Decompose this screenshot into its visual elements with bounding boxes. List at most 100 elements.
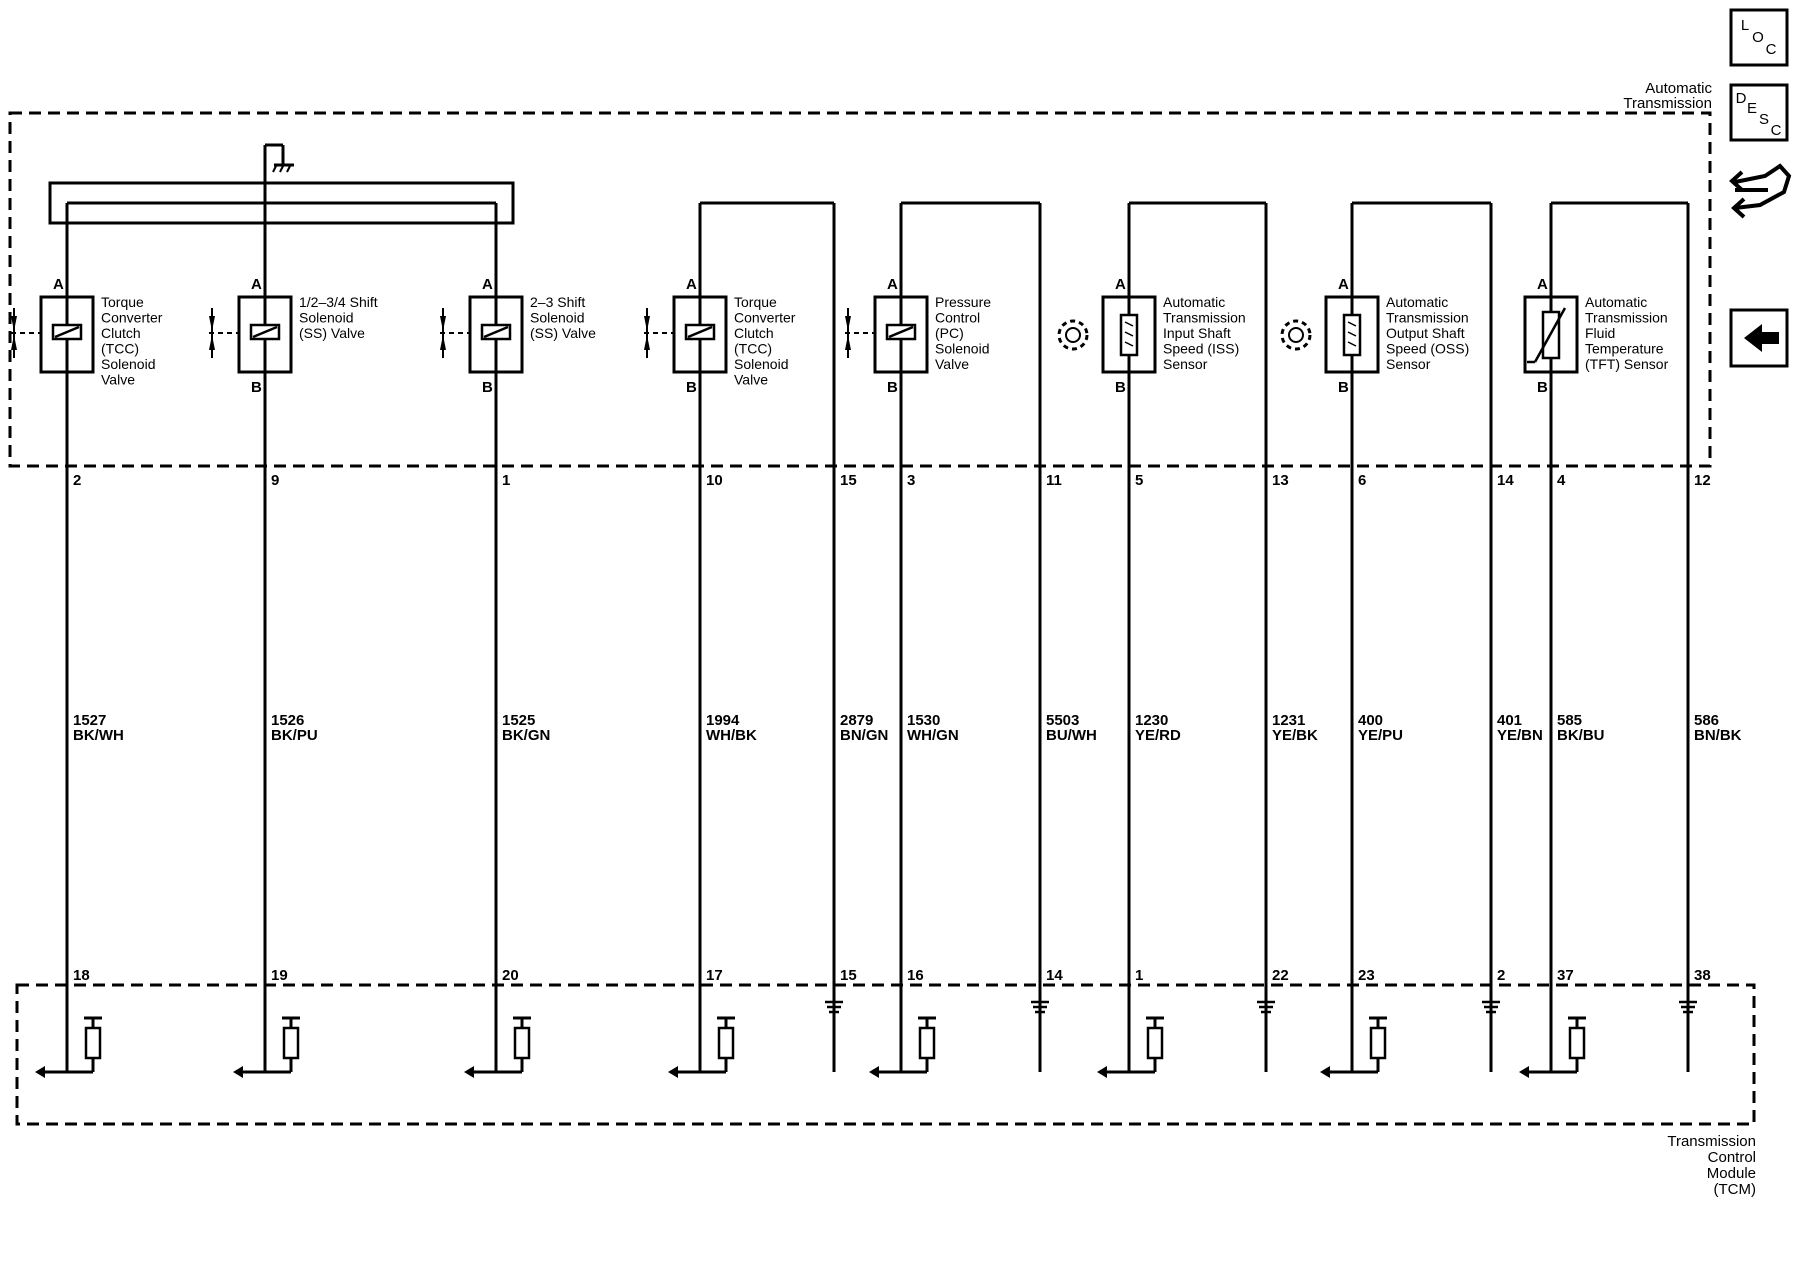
pullup-resistor-icon (918, 1026, 936, 1060)
pullup-resistor-icon (282, 1026, 300, 1060)
circuit-number: 1527 (73, 712, 106, 729)
thermistor-icon (1533, 307, 1567, 363)
tcc2-label-line: Solenoid (734, 356, 789, 372)
gear-icon (1288, 327, 1304, 343)
circuit-number: 1530 (907, 712, 940, 729)
connector-pin: 5 (1135, 472, 1143, 489)
oss-label-line: Speed (OSS) (1386, 341, 1469, 357)
pc-label-line: Solenoid (935, 341, 990, 357)
connector-pin: 13 (1272, 472, 1289, 489)
gear-icon (1065, 327, 1081, 343)
tcm-pin: 23 (1358, 967, 1375, 984)
connector-pin: 6 (1358, 472, 1366, 489)
pin-a-label: A (686, 276, 697, 293)
circuit-number: 586 (1694, 712, 1719, 729)
pin-b-label: B (251, 379, 262, 396)
solenoid-coil-icon (252, 325, 278, 339)
iss-label-line: Sensor (1163, 356, 1208, 372)
tcm-label-line: Module (1707, 1165, 1756, 1182)
circuit-number: 1994 (706, 712, 740, 729)
tcm-input-arrow-icon (464, 1066, 474, 1078)
tcm-pin: 19 (271, 967, 288, 984)
hall-sensor-icon (1124, 321, 1134, 327)
description-icon[interactable] (1729, 83, 1789, 142)
iss-label-line: Speed (ISS) (1163, 341, 1239, 357)
tcm-label-line: (TCM) (1714, 1181, 1756, 1198)
tcc2-label-line: Converter (734, 310, 796, 326)
connector-pin: 9 (271, 472, 279, 489)
solenoid-coil-icon (54, 325, 80, 339)
tcm-pin: 20 (502, 967, 519, 984)
pin-a-label: A (53, 276, 64, 293)
circuit-color: YE/RD (1135, 727, 1181, 744)
tcm-pin: 14 (1046, 967, 1063, 984)
circuit-number: 5503 (1046, 712, 1079, 729)
tcc2-label-line: Valve (734, 372, 768, 388)
location-icon[interactable] (1729, 8, 1789, 67)
desc-letter: S (1759, 111, 1769, 128)
circuit-number: 1525 (502, 712, 535, 729)
tcc2-label-line: Clutch (734, 325, 774, 341)
ss23-label-line: (SS) Valve (530, 325, 596, 341)
tcc2-label-line: Torque (734, 294, 777, 310)
tcm-input-arrow-icon (1097, 1066, 1107, 1078)
tft-label-line: Fluid (1585, 325, 1615, 341)
tcm-label-line: Control (1708, 1149, 1756, 1166)
tft-label-line: Transmission (1585, 310, 1668, 326)
pin-b-label: B (1115, 379, 1126, 396)
pin-a-label: A (482, 276, 493, 293)
circuit-color: BK/BU (1557, 727, 1605, 744)
pullup-resistor-icon (1146, 1026, 1164, 1060)
circuit-number: 1230 (1135, 712, 1168, 729)
harness-label-line: Transmission (1623, 95, 1712, 112)
tcc2-label-line: (TCC) (734, 341, 772, 357)
connector-pin: 14 (1497, 472, 1514, 489)
hall-sensor-icon (1342, 313, 1362, 357)
circuit-color: YE/PU (1358, 727, 1403, 744)
pin-a-label: A (251, 276, 262, 293)
labels: AutomaticTransmissionTransmissionControl… (53, 80, 1756, 1198)
tcc1-label-line: Torque (101, 294, 144, 310)
tcm-pin: 16 (907, 967, 924, 984)
circuit-color: BK/WH (73, 727, 124, 744)
harness-label-line: Automatic (1645, 80, 1712, 97)
pin-b-label: B (1537, 379, 1548, 396)
connector-pin: 2 (73, 472, 81, 489)
pc-label-line: Valve (935, 356, 969, 372)
circuit-number: 400 (1358, 712, 1383, 729)
connector-hand-icon (1734, 163, 1792, 210)
pc-label-line: Pressure (935, 294, 991, 310)
circuit-color: YE/BN (1497, 727, 1543, 744)
ss23-label-line: 2–3 Shift (530, 294, 585, 310)
iss-label-line: Input Shaft (1163, 325, 1231, 341)
connector-pin: 15 (840, 472, 857, 489)
connector-hand-icon[interactable] (1729, 163, 1792, 219)
oss-label-line: Automatic (1386, 294, 1448, 310)
pin-a-label: A (1338, 276, 1349, 293)
tcm-input-arrow-icon (869, 1066, 879, 1078)
tcm-pin: 2 (1497, 967, 1505, 984)
pin-b-label: B (482, 379, 493, 396)
tcm-input-arrow-icon (1320, 1066, 1330, 1078)
tcm-input-arrow-icon (35, 1066, 45, 1078)
shield-ground-icon (286, 165, 291, 173)
tcm-pin: 15 (840, 967, 857, 984)
pin-a-label: A (887, 276, 898, 293)
circuit-number: 585 (1557, 712, 1582, 729)
ss1234-label-line: 1/2–3/4 Shift (299, 294, 378, 310)
solenoid-coil-icon (888, 325, 914, 339)
connector-pin: 1 (502, 472, 510, 489)
pin-a-label: A (1537, 276, 1548, 293)
connector-pin: 10 (706, 472, 723, 489)
solenoid-coil-icon (687, 325, 713, 339)
circuit-color: BK/PU (271, 727, 318, 744)
oss-label-line: Transmission (1386, 310, 1469, 326)
hall-sensor-icon (1347, 331, 1357, 337)
tcm-pin: 37 (1557, 967, 1574, 984)
tcc1-label-line: Converter (101, 310, 163, 326)
hall-sensor-icon (1347, 341, 1357, 347)
circuit-color: WH/BK (706, 727, 757, 744)
hall-sensor-icon (1347, 321, 1357, 327)
circuit-color: BU/WH (1046, 727, 1097, 744)
